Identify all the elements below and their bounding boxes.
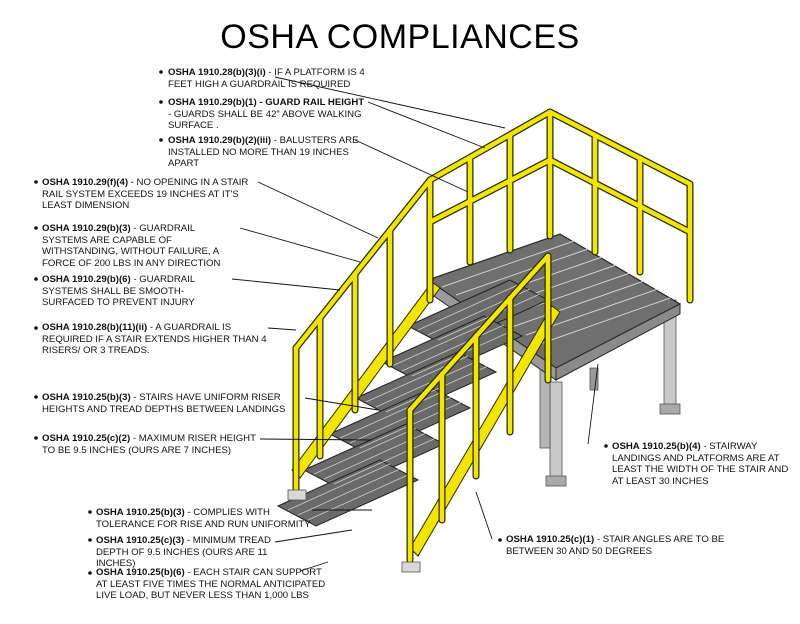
leader-lines [231,76,599,572]
note-stair-rail-opening: OSHA 1910.29(f)(4) - NO OPENING IN A STA… [42,177,249,212]
note-landing-width: OSHA 1910.25(b)(4) - STAIRWAY LANDINGS A… [612,441,789,487]
note-guardrail-required: OSHA 1910.28(b)(11)(ii) - A GUARDRAIL IS… [42,322,267,357]
note-smooth-surface: OSHA 1910.29(b)(6) - GUARDRAIL SYSTEMS S… [42,274,195,309]
base-plates [287,489,421,573]
note-max-riser-height: OSHA 1910.25(c)(2) - MAXIMUM RISER HEIGH… [42,433,256,456]
note-guardrail-strength: OSHA 1910.29(b)(3) - GUARDRAIL SYSTEMS A… [42,223,221,269]
note-platform-guardrail: OSHA 1910.28(b)(3)(i) - IF A PLATFORM IS… [168,67,365,90]
note-stair-angle: OSHA 1910.25(c)(1) - STAIR ANGLES ARE TO… [506,534,725,557]
leader-dots [34,70,608,575]
platform-legs [539,299,681,487]
note-guardrail-height: OSHA 1910.29(b)(1) - GUARD RAIL HEIGHT -… [168,97,365,132]
guardrails-fill [293,109,693,563]
note-uniform-risers: OSHA 1910.25(b)(3) - STAIRS HAVE UNIFORM… [42,392,286,415]
note-min-tread-depth: OSHA 1910.25(c)(3) - MINIMUM TREAD DEPTH… [96,535,271,570]
note-rise-run-tolerance: OSHA 1910.25(b)(3) - COMPLIES WITH TOLER… [96,507,311,530]
note-baluster-spacing: OSHA 1910.29(b)(2)(iii) - BALUSTERS ARE … [168,135,359,170]
page-title: OSHA COMPLIANCES [220,18,580,56]
stair-stringers [291,281,561,557]
note-load-capacity: OSHA 1910.25(b)(6) - EACH STAIR CAN SUPP… [96,567,326,602]
